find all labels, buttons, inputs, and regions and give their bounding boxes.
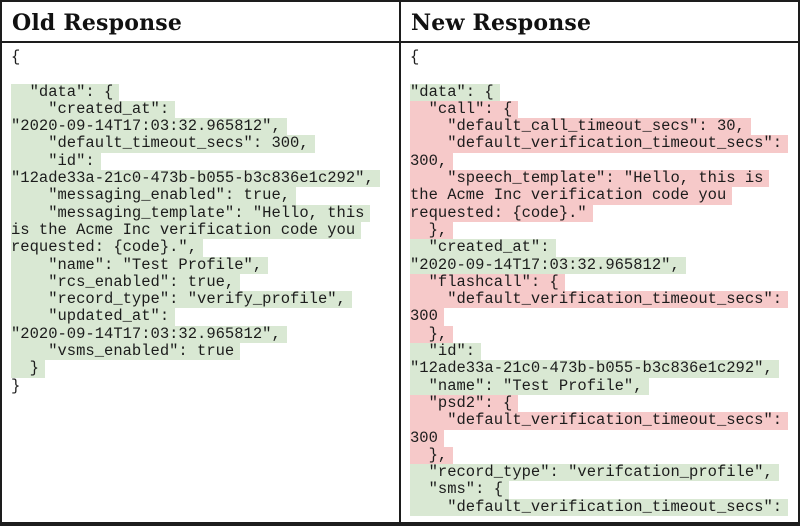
code-line: }, — [410, 221, 454, 240]
code-line: "name": "Test Profile", — [11, 256, 269, 274]
code-line: "12ade33a-21c0-473b-b055-b3c836e1c292", — [11, 169, 380, 188]
code-line: "2020-09-14T17:03:32.965812", — [11, 325, 287, 344]
code-line: "2020-09-14T17:03:32.965812", — [410, 256, 686, 274]
code-line — [410, 66, 416, 83]
code-line: "sms": { — [410, 481, 510, 499]
code-line: "default_call_timeout_secs": 30, — [410, 117, 751, 136]
code-line: "default_verification_timeout_secs": — [410, 411, 789, 430]
code-line: 300 — [410, 308, 444, 326]
code-line: "name": "Test Profile", — [410, 377, 649, 395]
code-line: "updated_at": — [11, 308, 176, 326]
code-line: "default_verification_timeout_secs": — [410, 498, 789, 517]
code-line: 300 — [410, 429, 444, 447]
code-line: "default_timeout_secs": 300, — [11, 135, 315, 153]
code-line: "messaging_enabled": true, — [11, 187, 297, 205]
old-response-code-block: { "data": { "created_at":"2020-09-14T17:… — [2, 43, 399, 522]
code-line: "default_verification_timeout_secs": — [410, 135, 789, 153]
code-line: "id": — [11, 152, 101, 171]
code-line: "rcs_enabled": true, — [11, 273, 241, 292]
code-line: requested: {code}." — [410, 204, 593, 222]
code-line: is the Acme Inc verification code you — [11, 221, 362, 240]
code-line: "data": { — [410, 83, 500, 101]
code-line: "speech_template": "Hello, this is — [410, 169, 770, 188]
code-line: { — [11, 48, 21, 66]
code-line: "messaging_template": "Hello, this — [11, 204, 371, 222]
code-line: "record_type": "verifcation_profile", — [410, 463, 779, 482]
code-line: } — [11, 376, 21, 395]
code-line: }, — [410, 325, 454, 344]
code-line: 300, — [410, 152, 454, 171]
new-response-column: New Response { "data": { "call": { "defau… — [401, 2, 798, 522]
code-line: "psd2": { — [410, 394, 519, 413]
new-response-code-block: { "data": { "call": { "default_call_timeo… — [401, 43, 798, 522]
code-line: "created_at": — [11, 100, 176, 119]
code-line: }, — [410, 446, 454, 465]
code-line: "default_verification_timeout_secs": — [410, 290, 789, 309]
code-line: "12ade33a-21c0-473b-b055-b3c836e1c292", — [410, 360, 779, 378]
old-response-header: Old Response — [2, 2, 399, 43]
code-line: "created_at": — [410, 238, 556, 257]
code-line: "flashcall": { — [410, 273, 565, 292]
code-line: the Acme Inc verification code you — [410, 187, 733, 205]
code-line: "call": { — [410, 100, 519, 119]
code-line — [11, 66, 17, 83]
code-line: "vsms_enabled": true — [11, 342, 241, 361]
old-response-column: Old Response { "data": { "created_at":"2… — [2, 2, 401, 522]
code-line: } — [11, 360, 45, 378]
code-line: "data": { — [11, 83, 120, 101]
code-line: "2020-09-14T17:03:32.965812", — [11, 117, 287, 136]
code-line: "record_type": "verify_profile", — [11, 290, 352, 309]
code-line: { — [410, 48, 420, 66]
code-line: "id": — [410, 342, 482, 361]
code-line: requested: {code}.", — [11, 238, 204, 257]
new-response-header: New Response — [401, 2, 798, 43]
